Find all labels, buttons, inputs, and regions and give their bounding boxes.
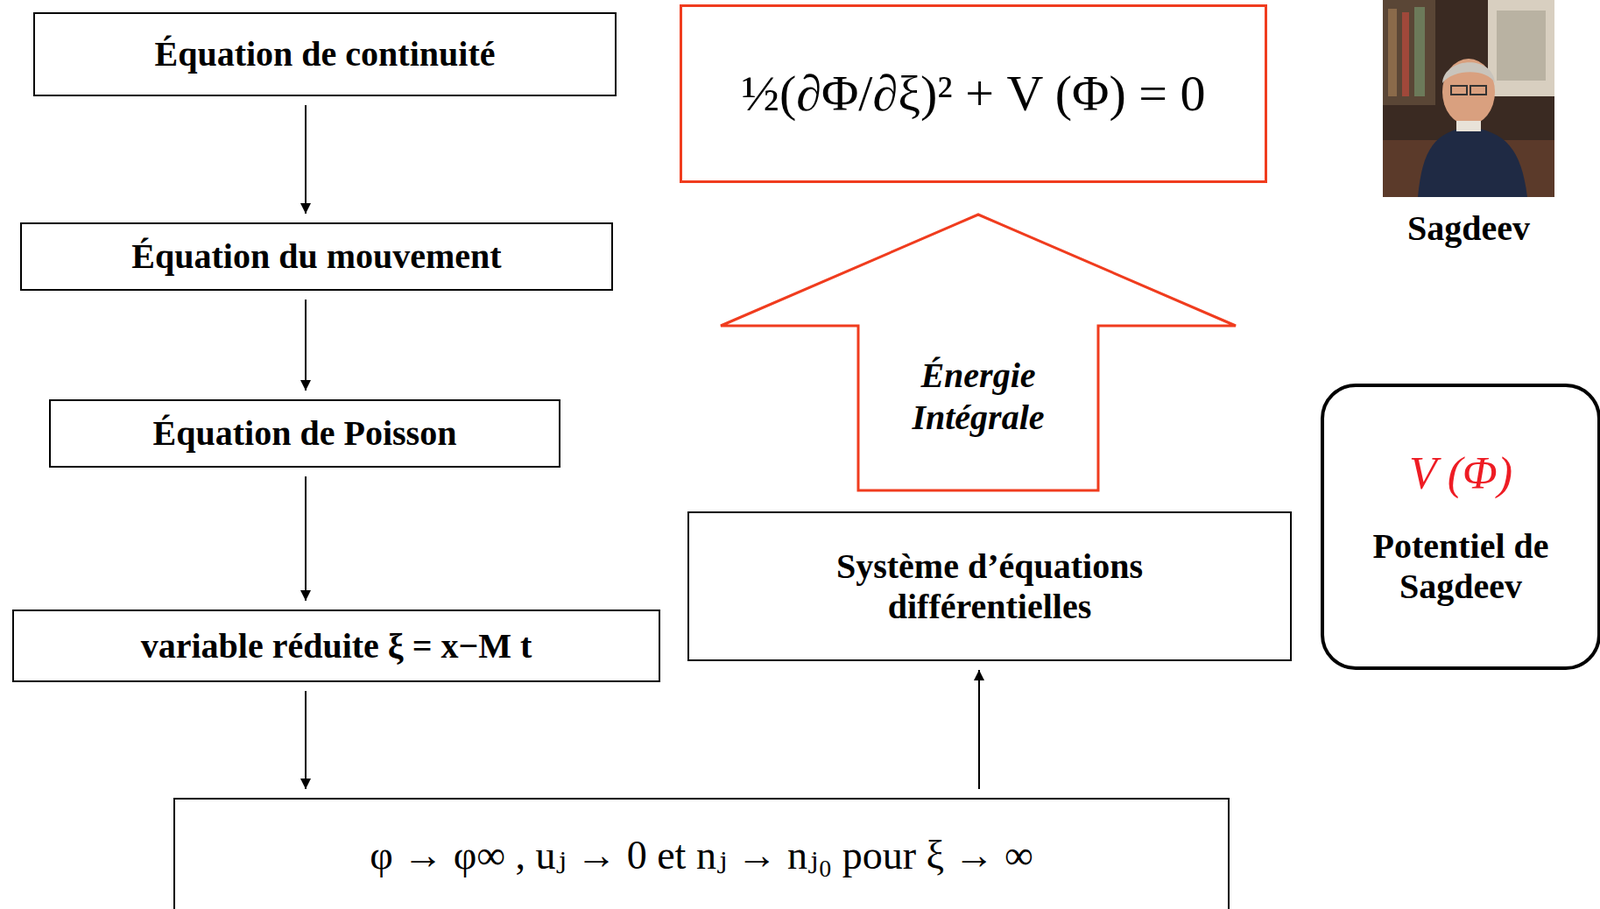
block-arrow: [720, 214, 1236, 491]
process-box: Équation de continuité: [33, 12, 617, 97]
potential-box: V (Φ) Potentiel de Sagdeev: [1320, 383, 1600, 670]
flow-arrow: [304, 690, 307, 790]
box-text: Équation du mouvement: [131, 236, 501, 277]
box-text: φ → φ∞ , uⱼ → 0 et nⱼ → nⱼ₀ pour ξ → ∞: [369, 832, 1034, 880]
flow-arrow: [304, 299, 307, 391]
equation-box: ½(∂Φ/∂ξ)² + V (Φ) = 0: [679, 4, 1268, 184]
box-text: ½(∂Φ/∂ξ)² + V (Φ) = 0: [741, 63, 1206, 125]
box-text: Équation de continuité: [155, 34, 496, 75]
box-subtext: Potentiel de Sagdeev: [1338, 526, 1584, 607]
box-text: Système d’équations différentielles: [761, 546, 1218, 628]
box-text: V (Φ): [1409, 446, 1513, 501]
flow-arrow: [304, 476, 307, 601]
edge-label: Énergie Intégrale: [873, 352, 1084, 441]
condition-box: φ → φ∞ , uⱼ → 0 et nⱼ → nⱼ₀ pour ξ → ∞: [173, 797, 1230, 909]
portrait-photo: [1382, 0, 1555, 198]
person-name: Sagdeev: [1381, 208, 1557, 249]
process-box: variable réduite ξ = x−M t: [12, 609, 661, 683]
process-box: Équation de Poisson: [49, 399, 561, 468]
box-text: variable réduite ξ = x−M t: [140, 626, 533, 667]
flow-arrow: [304, 105, 307, 214]
process-box: Équation du mouvement: [20, 222, 614, 291]
process-box: Système d’équations différentielles: [687, 511, 1292, 662]
flow-arrow: [978, 669, 980, 790]
box-text: Équation de Poisson: [153, 413, 458, 454]
